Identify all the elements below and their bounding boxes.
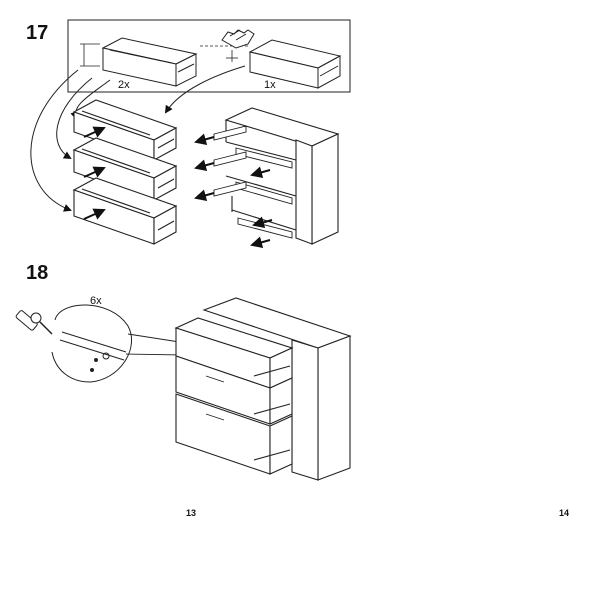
detail-drawer-1x bbox=[248, 39, 342, 89]
screwdriver-icon bbox=[15, 310, 53, 335]
quantity-label-6x: 6x bbox=[90, 295, 102, 307]
cabinet-frame-17 bbox=[224, 107, 340, 245]
detail-circle-18 bbox=[51, 304, 133, 383]
detail-frame-17 bbox=[67, 19, 351, 93]
drawer-handles-18 bbox=[205, 375, 225, 421]
curved-arrows-17 bbox=[30, 65, 246, 212]
page-number-left: 13 bbox=[186, 508, 197, 518]
quantity-label-2x: 2x bbox=[118, 79, 130, 91]
step-number-17: 17 bbox=[26, 22, 49, 44]
step-number-18: 18 bbox=[26, 262, 49, 284]
insert-arrows-17 bbox=[83, 126, 106, 220]
detail-rail-18 bbox=[59, 331, 127, 372]
page-number-right: 14 bbox=[559, 508, 570, 518]
drawer-runners-17 bbox=[213, 125, 293, 239]
drawer-top-17 bbox=[72, 99, 178, 161]
chest-of-drawers-18 bbox=[174, 297, 352, 481]
quantity-label-1x: 1x bbox=[264, 79, 276, 91]
drawer-middle-17 bbox=[72, 137, 178, 201]
drawer-bottom-17 bbox=[72, 177, 178, 245]
detail-drawer-2x bbox=[101, 37, 198, 87]
runner-arrows-17 bbox=[194, 133, 273, 249]
hand-pointer-icon bbox=[221, 29, 255, 49]
